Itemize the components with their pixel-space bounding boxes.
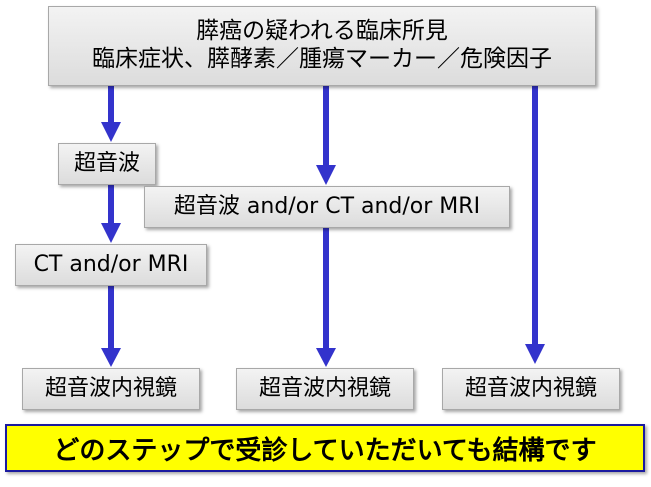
bottom-message-banner: どのステップで受診していただいても結構です [5,424,645,472]
ultrasound-ct-mri-box: 超音波 and/or CT and/or MRI [144,186,510,228]
ct-mri-box: CT and/or MRI [15,244,207,286]
arrow-top-to-eus-3 [525,86,545,364]
bottom-message-text: どのステップで受診していただいても結構です [53,435,597,466]
ultrasound-label: 超音波 [73,150,140,176]
ct-mri-label: CT and/or MRI [33,251,189,277]
eus-box-center: 超音波内視鏡 [236,368,414,410]
clinical-findings-subtitle: 臨床症状、膵酵素／腫瘍マーカー／危険因子 [92,46,552,72]
ultrasound-box: 超音波 [58,143,156,185]
clinical-findings-title: 膵癌の疑われる臨床所見 [196,18,448,45]
eus-box-right: 超音波内視鏡 [442,368,620,410]
arrow-ultrasound-to-ct [101,185,121,243]
clinical-findings-box: 膵癌の疑われる臨床所見 臨床症状、膵酵素／腫瘍マーカー／危険因子 [48,6,596,86]
arrow-middle-to-eus-2 [316,228,336,367]
arrow-top-to-middle [316,86,336,185]
eus-label-center: 超音波内視鏡 [258,375,391,401]
eus-box-left: 超音波内視鏡 [22,368,200,410]
ultrasound-ct-mri-label: 超音波 and/or CT and/or MRI [173,193,481,219]
eus-label-left: 超音波内視鏡 [44,375,177,401]
eus-label-right: 超音波内視鏡 [464,375,597,401]
arrow-ct-to-eus-1 [101,286,121,367]
arrow-top-to-ultrasound [101,86,121,142]
